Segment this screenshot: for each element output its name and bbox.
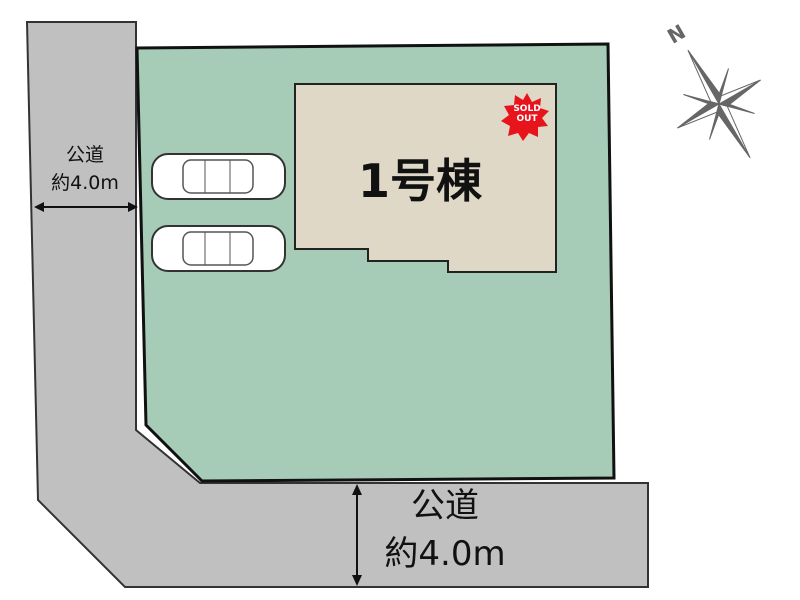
compass-icon	[677, 50, 761, 158]
bottom-road-width-arrow	[352, 484, 362, 586]
bottom-road-width: 約4.0m	[384, 534, 506, 574]
sold-out-text: SOLD OUT	[505, 104, 549, 124]
car-1	[151, 153, 286, 200]
public-road	[25, 21, 649, 588]
building-label: 1号棟	[357, 154, 482, 208]
left-road-width-arrow	[34, 202, 138, 212]
bottom-road-name: 公道	[411, 486, 479, 526]
building-1	[294, 83, 557, 273]
left-road-name: 公道	[65, 144, 104, 166]
car-2	[151, 225, 286, 272]
out-text: OUT	[516, 114, 538, 124]
sold-out-badge	[501, 93, 549, 141]
left-road-width: 約4.0m	[51, 172, 119, 194]
sold-text: SOLD	[513, 104, 541, 114]
